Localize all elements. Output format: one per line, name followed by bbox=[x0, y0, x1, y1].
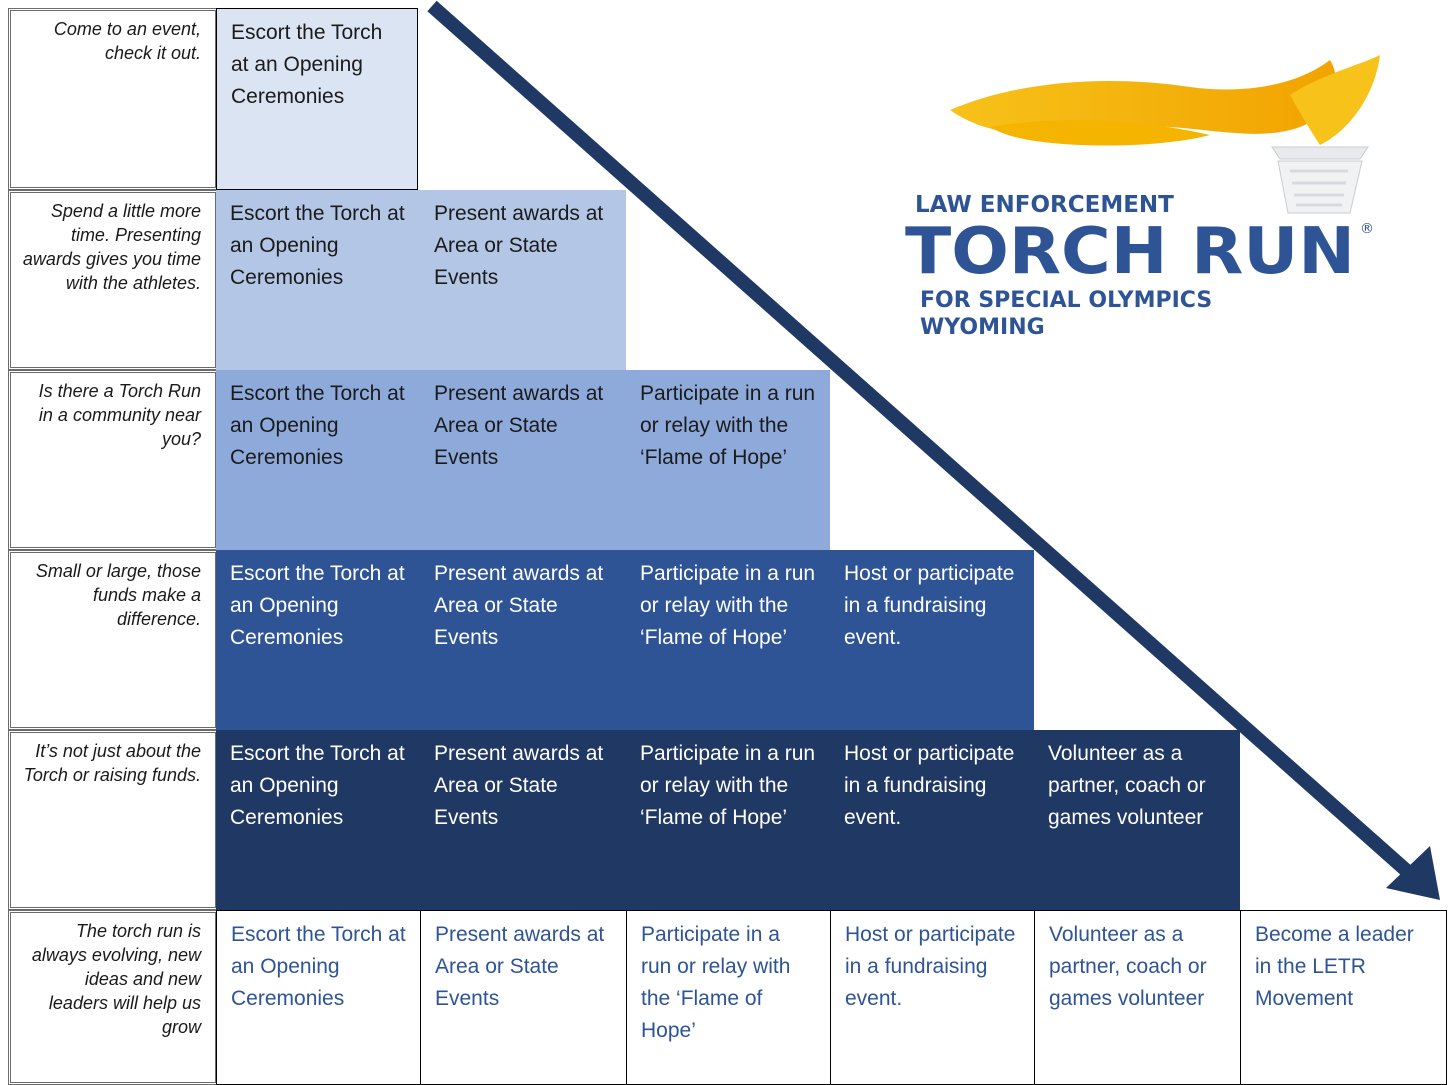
registered-mark: ® bbox=[1360, 221, 1374, 237]
row-3-escort-torch: Escort the Torch at an Opening Ceremonie… bbox=[216, 370, 420, 550]
row-5-escort-torch: Escort the Torch at an Opening Ceremonie… bbox=[216, 730, 420, 910]
row-2-description: Spend a little more time. Presenting awa… bbox=[8, 190, 218, 370]
row-3-present-awards: Present awards at Area or State Events bbox=[420, 370, 626, 550]
row-3-description: Is there a Torch Run in a community near… bbox=[8, 370, 218, 550]
row-6-present-awards: Present awards at Area or State Events bbox=[420, 910, 627, 1085]
row-4-fundraising-event: Host or participate in a fundraising eve… bbox=[830, 550, 1034, 730]
row-6-volunteer: Volunteer as a partner, coach or games v… bbox=[1034, 910, 1241, 1085]
row-5-volunteer: Volunteer as a partner, coach or games v… bbox=[1034, 730, 1240, 910]
row-2-escort-torch: Escort the Torch at an Opening Ceremonie… bbox=[216, 190, 420, 370]
row-5-present-awards: Present awards at Area or State Events bbox=[420, 730, 626, 910]
row-6-flame-of-hope-run: Participate in a run or relay with the ‘… bbox=[626, 910, 831, 1085]
row-4-flame-of-hope-run: Participate in a run or relay with the ‘… bbox=[626, 550, 830, 730]
row-1-description: Come to an event, check it out. bbox=[8, 8, 218, 190]
row-6-become-leader: Become a leader in the LETR Movement bbox=[1240, 910, 1447, 1085]
row-1-escort-torch: Escort the Torch at an Opening Ceremonie… bbox=[216, 8, 418, 190]
logo-line-3: FOR SPECIAL OLYMPICS bbox=[920, 288, 1212, 313]
row-2-present-awards: Present awards at Area or State Events bbox=[420, 190, 626, 370]
arrow-head-icon bbox=[1386, 846, 1440, 900]
row-3-flame-of-hope-run: Participate in a run or relay with the ‘… bbox=[626, 370, 830, 550]
row-6-description: The torch run is always evolving, new id… bbox=[8, 910, 218, 1085]
row-5-description: It’s not just about the Torch or raising… bbox=[8, 730, 218, 910]
row-5-flame-of-hope-run: Participate in a run or relay with the ‘… bbox=[626, 730, 830, 910]
row-6-escort-torch: Escort the Torch at an Opening Ceremonie… bbox=[216, 910, 421, 1085]
row-5-fundraising-event: Host or participate in a fundraising eve… bbox=[830, 730, 1034, 910]
torch-flame-icon: LAW ENFORCEMENT TORCH RUN ® FOR SPECIAL … bbox=[905, 55, 1380, 340]
logo-line-2: TORCH RUN bbox=[905, 215, 1355, 289]
row-4-present-awards: Present awards at Area or State Events bbox=[420, 550, 626, 730]
torch-run-logo: LAW ENFORCEMENT TORCH RUN ® FOR SPECIAL … bbox=[890, 55, 1390, 355]
row-6-fundraising-event: Host or participate in a fundraising eve… bbox=[830, 910, 1035, 1085]
logo-line-4: WYOMING bbox=[920, 315, 1045, 340]
row-4-description: Small or large, those funds make a diffe… bbox=[8, 550, 218, 730]
row-4-escort-torch: Escort the Torch at an Opening Ceremonie… bbox=[216, 550, 420, 730]
